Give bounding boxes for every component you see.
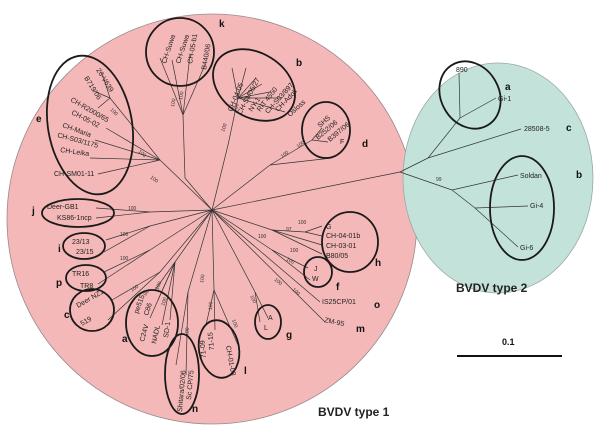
leaf-label: ZM-95 [324, 317, 345, 328]
bvdv-type-1-label: BVDV type 1 [318, 405, 390, 419]
leaf-label: CH-03-01 [326, 243, 356, 250]
leaf-label: 890 [456, 67, 468, 74]
leaf-label: CH-04-01b [326, 233, 360, 240]
leaf-label: KS86-1ncp [57, 215, 92, 222]
svg-text:100: 100 [149, 175, 159, 185]
leaf-label: CH-Leika [60, 147, 90, 158]
group-label-l: l [244, 366, 247, 377]
scale-bar-label: 0.1 [502, 337, 515, 347]
svg-text:100: 100 [130, 284, 140, 294]
group-rings [41, 17, 555, 415]
svg-text:99: 99 [436, 177, 442, 183]
leaf-label: SD-1 [163, 321, 172, 338]
group-label-n: n [192, 404, 198, 415]
svg-text:100: 100 [137, 149, 147, 159]
leaf-label: 23/13 [72, 239, 90, 246]
leaf-label: C24V [139, 323, 150, 342]
leaf-label: Gi-1 [498, 96, 511, 103]
leaf-label: B80/05 [326, 253, 348, 260]
svg-text:100: 100 [296, 140, 306, 150]
group-label-a: a [122, 334, 128, 345]
leaf-label: F [340, 139, 344, 146]
svg-text:100: 100 [184, 327, 191, 336]
svg-text:100: 100 [230, 319, 239, 329]
group-label-p: p [56, 278, 62, 289]
leaf-label: NADL [151, 325, 162, 345]
leaf-label: IS25CP/01 [322, 299, 356, 306]
svg-text:100: 100 [199, 274, 206, 283]
leaf-label: 71-09 [199, 340, 208, 359]
group-label-j: j [31, 206, 35, 217]
svg-text:100: 100 [109, 107, 119, 117]
svg-text:100: 100 [273, 277, 283, 287]
svg-text:100: 100 [128, 206, 137, 212]
group-label-h: h [375, 258, 381, 269]
leaf-label: Gi-4 [530, 203, 543, 210]
svg-text:98: 98 [143, 289, 151, 297]
leaf-label: TR8 [80, 283, 93, 290]
svg-text:100: 100 [178, 91, 185, 100]
leaf-label: Deer-GB1 [47, 204, 79, 211]
group-label-k: k [219, 19, 225, 30]
group-label-c2: c [566, 123, 572, 134]
leaf-label: W [312, 276, 319, 283]
leaf-label: J [314, 266, 318, 273]
leaf-label: C86 [143, 302, 154, 316]
group-label-b: b [296, 58, 302, 69]
svg-text:100: 100 [290, 248, 299, 254]
group-label-b2: b [576, 170, 582, 181]
svg-text:100: 100 [280, 150, 290, 160]
bvdv2-area [402, 62, 594, 294]
bootstrap-values: 100 100 100 100 100 100 100 100 100 100 … [109, 91, 442, 336]
svg-text:100: 100 [258, 234, 267, 240]
leaf-label: 519 [80, 316, 94, 328]
svg-text:100: 100 [170, 98, 177, 107]
svg-text:97: 97 [286, 227, 292, 233]
leaf-label: G [326, 224, 331, 231]
group-label-g: g [286, 330, 292, 341]
svg-text:100: 100 [208, 301, 214, 310]
tree-branches [89, 54, 529, 376]
svg-text:100: 100 [232, 103, 241, 113]
svg-text:100: 100 [248, 294, 257, 304]
group-label-i: i [58, 244, 61, 255]
leaf-label: TR16 [72, 271, 89, 278]
leaf-label: Gi-6 [520, 245, 533, 252]
svg-text:100: 100 [120, 256, 129, 262]
leaf-label: 28508-5 [524, 126, 550, 133]
group-label-o: o [374, 300, 380, 311]
leaf-label: L [264, 325, 268, 332]
svg-text:100: 100 [285, 257, 295, 266]
group-label-m: m [356, 324, 365, 335]
leaf-label: 23/15 [76, 249, 94, 256]
svg-text:100: 100 [160, 297, 169, 307]
leaf-label: Shitara/02/06 [177, 370, 188, 412]
leaf-label: A [268, 315, 273, 322]
group-label-d: d [362, 139, 368, 150]
group-label-e: e [36, 114, 42, 125]
svg-text:100: 100 [298, 220, 307, 226]
bvdv-type-2-label: BVDV type 2 [456, 281, 528, 295]
svg-text:100: 100 [154, 281, 163, 291]
svg-text:100: 100 [220, 123, 229, 133]
leaf-label: CH-SM01-11 [54, 171, 94, 178]
leaf-label: 71-15 [207, 332, 216, 351]
leaf-label: B440/06 [201, 43, 212, 70]
leaf-label: Sc CP/75 [186, 370, 196, 400]
svg-text:100: 100 [291, 287, 301, 297]
group-label-c: c [64, 310, 70, 321]
leaf-label: Soldan [520, 173, 542, 180]
group-label-f: f [336, 282, 340, 293]
svg-text:100: 100 [120, 232, 129, 238]
group-label-a2: a [505, 82, 511, 93]
